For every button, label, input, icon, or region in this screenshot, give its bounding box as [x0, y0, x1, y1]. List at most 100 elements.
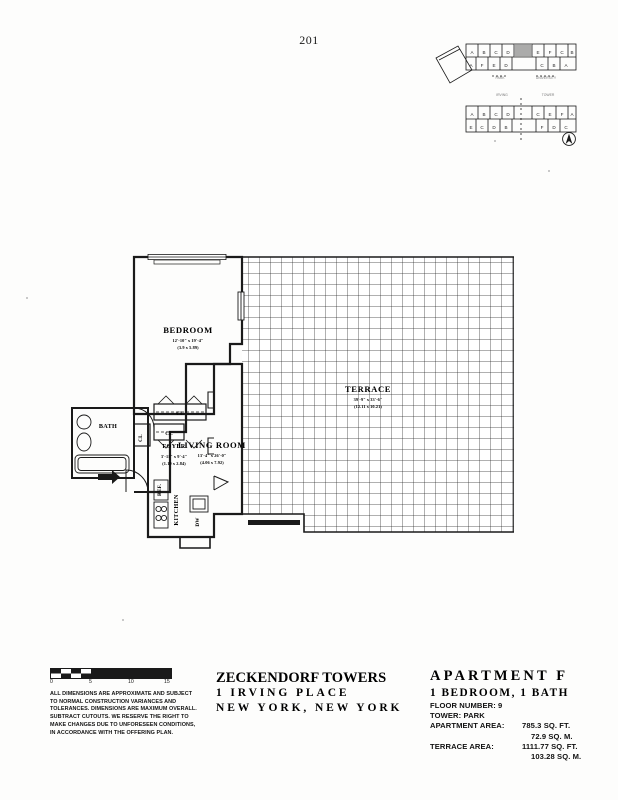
- dishwasher-icon: [189, 495, 209, 513]
- svg-text:E: E: [469, 125, 472, 130]
- scale-tick-5: 5: [89, 679, 92, 685]
- bedroom-window: [147, 254, 227, 260]
- svg-text:D: D: [506, 50, 510, 55]
- room-label-bath: BATH: [99, 423, 117, 430]
- building-address-line1: 1 IRVING PLACE: [216, 687, 350, 700]
- appliance-label-ref: REF.: [157, 484, 163, 496]
- room-label-terrace: TERRACE: [345, 384, 391, 394]
- bedroom-terrace-door: [237, 291, 245, 321]
- room-dim-terrace-metric: (12.11 x 10.21): [354, 404, 382, 409]
- scan-speck: [122, 619, 124, 621]
- svg-text:E: E: [492, 63, 495, 68]
- burner-icon: [155, 505, 162, 513]
- terrace-area-sqft: 1111.77 SQ. FT.: [522, 741, 578, 751]
- svg-text:C: C: [560, 50, 564, 55]
- room-dim-living-imperial: 13'-4" x 26'-0": [198, 453, 227, 458]
- closet-left-vertical: [133, 423, 151, 447]
- apartment-area-label: APARTMENT AREA:: [430, 721, 505, 731]
- room-label-kitchen: KITCHEN: [173, 494, 180, 526]
- svg-text:A: A: [470, 112, 474, 117]
- bedroom-walls: [132, 255, 244, 416]
- scale-tick-10: 10: [128, 679, 134, 685]
- closet-label-3: CL: [138, 434, 144, 442]
- closet-upper: [153, 403, 207, 421]
- closet-door-swings: [156, 395, 204, 449]
- disclaimer-text: ALL DIMENSIONS ARE APPROXIMATE AND SUBJE…: [50, 691, 197, 736]
- bathroom-door: [133, 407, 155, 429]
- room-label-bedroom: BEDROOM: [163, 325, 213, 335]
- terrace-outline: [242, 256, 514, 533]
- svg-text:UNIVERSITY: UNIVERSITY: [536, 76, 557, 80]
- svg-text:B: B: [570, 50, 573, 55]
- entry-door: [125, 469, 149, 493]
- room-dim-foyer-metric: (1.19 x 2.84): [162, 461, 186, 466]
- living-room-recesses: [207, 391, 214, 455]
- svg-text:C: C: [540, 63, 544, 68]
- floor-number: FLOOR NUMBER: 9: [430, 700, 503, 710]
- scale-tick-0: 0: [50, 679, 53, 685]
- room-dim-bedroom-metric: (3.9 x 5.89): [177, 345, 199, 350]
- svg-text:D: D: [506, 112, 510, 117]
- svg-text:A: A: [470, 50, 474, 55]
- refrigerator-icon: [153, 479, 169, 501]
- closet-label-1: CL: [176, 411, 184, 417]
- terrace-area: [242, 257, 514, 532]
- bathroom-walls: [71, 407, 135, 479]
- closet-lower-right: [153, 423, 185, 441]
- scale-and-disclaimer: 0 5 10 15 ALL DIMENSIONS ARE APPROXIMATE…: [50, 668, 200, 737]
- svg-text:D: D: [492, 125, 496, 130]
- appliance-label-dw: DW: [195, 517, 201, 527]
- foyer-walls: [134, 407, 149, 493]
- floor-plan-lower-jog: [179, 537, 211, 549]
- apartment-area-sqm: 72.9 SQ. M.: [531, 731, 573, 741]
- living-room-terrace-door: [213, 475, 230, 491]
- svg-text:TOWER: TOWER: [542, 93, 555, 97]
- svg-text:F: F: [561, 112, 564, 117]
- svg-text:C: C: [536, 112, 540, 117]
- svg-text:C: C: [564, 125, 568, 130]
- svg-text:F: F: [481, 63, 484, 68]
- svg-text:B: B: [482, 112, 485, 117]
- bedroom-sill: [153, 259, 221, 265]
- building-name: ZECKENDORF TOWERS: [216, 670, 387, 686]
- page-number: 201: [299, 33, 319, 47]
- svg-text:B: B: [482, 50, 485, 55]
- svg-text:D: D: [504, 63, 508, 68]
- svg-text:B: B: [504, 125, 507, 130]
- toilet-icon: [76, 432, 92, 452]
- tower-name: TOWER: PARK: [430, 710, 485, 720]
- burner-icon: [160, 514, 168, 522]
- svg-text:B: B: [552, 63, 555, 68]
- svg-text:E: E: [536, 50, 539, 55]
- north-arrow-icon: [562, 132, 576, 146]
- terrace-area-label: TERRACE AREA:: [430, 741, 494, 751]
- scan-speck: [26, 297, 28, 299]
- kitchen-walls: [147, 492, 214, 538]
- scan-speck: [494, 140, 496, 142]
- scale-tick-15: 15: [164, 679, 170, 685]
- bathtub-icon: [74, 454, 130, 474]
- building-identity: ZECKENDORF TOWERS 1 IRVING PLACE NEW YOR…: [216, 670, 406, 716]
- terrace-area-sqm: 103.28 SQ. M.: [531, 752, 582, 762]
- closet-group: [133, 403, 207, 447]
- room-dim-living-metric: (4.06 x 7.92): [200, 460, 224, 465]
- svg-text:A: A: [570, 112, 574, 117]
- svg-text:IRVING: IRVING: [496, 93, 508, 97]
- title-block: 0 5 10 15 ALL DIMENSIONS ARE APPROXIMATE…: [0, 668, 618, 793]
- svg-text:D: D: [552, 125, 556, 130]
- apartment-area-sqft: 785.3 SQ. FT.: [522, 721, 571, 731]
- apartment-title: APARTMENT F: [430, 668, 569, 684]
- burner-icon: [155, 514, 162, 522]
- svg-text:F: F: [541, 125, 544, 130]
- room-dim-terrace-imperial: 39'-9" x 33'-6": [354, 397, 383, 402]
- room-dim-foyer-imperial: 3'-11" x 9'-4": [161, 454, 187, 459]
- svg-text:PARK: PARK: [496, 76, 506, 80]
- apartment-floor-plan: BEDROOM 12'-10" x 19'-4" (3.9 x 5.89) LI…: [62, 252, 514, 552]
- apartment-subtitle: 1 BEDROOM, 1 BATH: [430, 687, 569, 700]
- sink-icon: [76, 414, 92, 430]
- svg-text:C: C: [494, 50, 498, 55]
- room-label-foyer: FOYER: [162, 443, 185, 450]
- terrace-step: [248, 520, 300, 525]
